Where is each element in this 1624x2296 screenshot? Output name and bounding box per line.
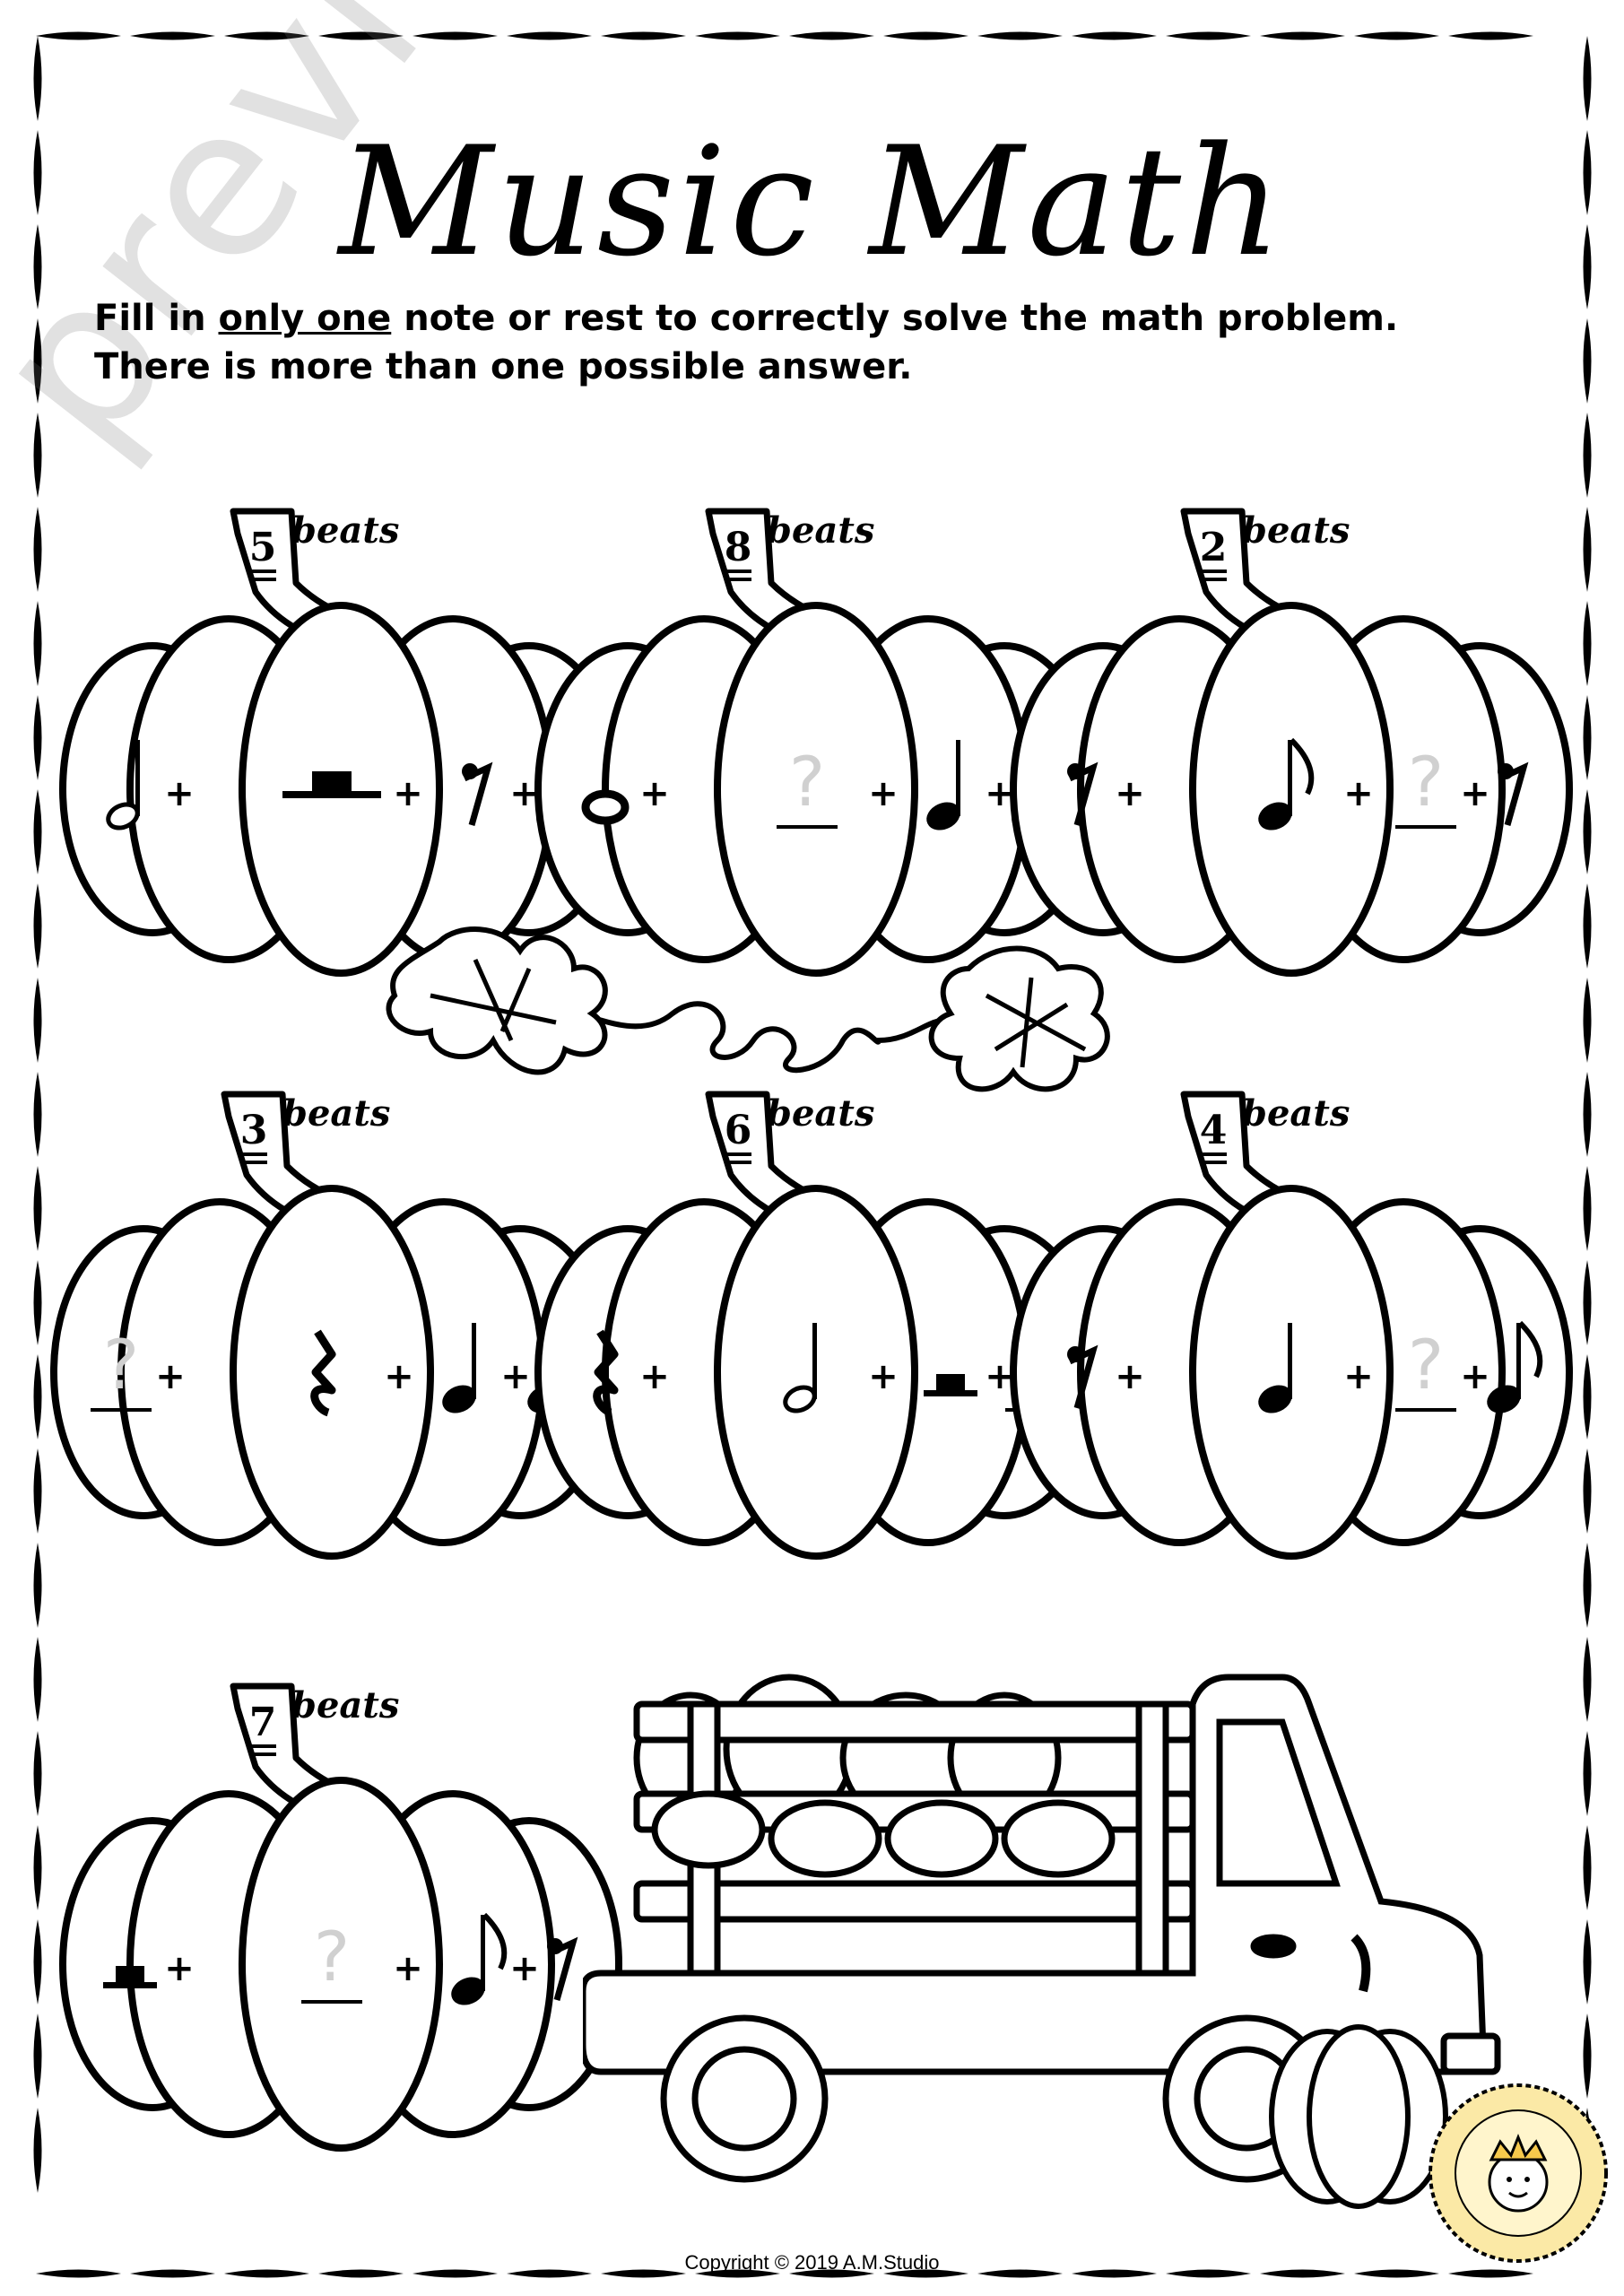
beats-total: 3 bbox=[240, 1108, 268, 1153]
pumpkin-lobe bbox=[230, 1185, 434, 1560]
small-pumpkin-icon bbox=[1269, 1934, 1448, 2209]
eighth-note-icon bbox=[1487, 1320, 1543, 1413]
plus-sign: + bbox=[1115, 1356, 1145, 1397]
plus-sign: + bbox=[1460, 1356, 1490, 1397]
instructions: Fill in only one note or rest to correct… bbox=[94, 294, 1565, 391]
plus-sign: + bbox=[639, 1356, 670, 1397]
quarter-rest-icon bbox=[310, 1329, 336, 1417]
missing-answer-question-mark: ? bbox=[1408, 742, 1444, 822]
half-rest-icon bbox=[103, 1966, 157, 1988]
missing-answer-question-mark: ? bbox=[103, 1325, 139, 1405]
instruction-line-2: There is more than one possible answer. bbox=[94, 346, 913, 387]
plus-sign: + bbox=[164, 773, 195, 814]
quarter-rest-icon bbox=[593, 1329, 619, 1417]
eighth-note-icon bbox=[451, 1912, 508, 2005]
plus-sign: + bbox=[393, 1948, 423, 1989]
instruction-text: note or rest to correctly solve the math… bbox=[391, 298, 1399, 339]
answer-blank[interactable]: ? bbox=[91, 1325, 152, 1412]
missing-answer-question-mark: ? bbox=[314, 1917, 350, 1996]
instruction-emphasis: only one bbox=[218, 298, 392, 339]
eighth-rest-icon bbox=[1067, 1344, 1099, 1409]
answer-blank[interactable]: ? bbox=[301, 1917, 362, 2004]
beats-total: 8 bbox=[725, 525, 752, 570]
half-rest-icon bbox=[924, 1374, 977, 1396]
pumpkin-problem: 2 beats + +? + bbox=[1010, 508, 1573, 977]
pumpkin-lobe bbox=[239, 1777, 443, 2152]
vine-leaves-illustration bbox=[386, 926, 1110, 1092]
half-note-icon bbox=[783, 1323, 817, 1413]
missing-answer-question-mark: ? bbox=[1408, 1325, 1444, 1405]
plus-sign: + bbox=[164, 1948, 195, 1989]
quarter-note-icon bbox=[926, 740, 960, 831]
page-title: Music Math bbox=[338, 114, 1286, 290]
eighth-rest-icon bbox=[547, 1936, 578, 2001]
beats-label: beats bbox=[1242, 509, 1350, 552]
studio-seal-logo bbox=[1429, 2083, 1608, 2263]
truck-illustration bbox=[583, 1674, 1501, 2209]
answer-blank[interactable]: ? bbox=[1395, 1325, 1456, 1412]
missing-answer-question-mark: ? bbox=[789, 742, 825, 822]
eighth-rest-icon bbox=[1067, 761, 1099, 826]
leaf-icon bbox=[928, 945, 1110, 1092]
quarter-note-icon bbox=[442, 1323, 476, 1413]
beats-total: 4 bbox=[1200, 1108, 1228, 1153]
pumpkin-lobe bbox=[714, 602, 918, 977]
plus-sign: + bbox=[1460, 773, 1490, 814]
plus-sign: + bbox=[509, 1948, 540, 1989]
beats-label: beats bbox=[291, 509, 399, 552]
plus-sign: + bbox=[868, 773, 899, 814]
plus-sign: + bbox=[155, 1356, 186, 1397]
beats-label: beats bbox=[767, 509, 874, 552]
answer-blank[interactable]: ? bbox=[777, 742, 838, 829]
eighth-note-icon bbox=[1258, 737, 1315, 831]
pumpkin-problem: 4 beats + +? + bbox=[1010, 1091, 1573, 1560]
whole-rest-icon bbox=[282, 771, 381, 798]
beats-label: beats bbox=[1242, 1092, 1350, 1135]
plus-sign: + bbox=[384, 1356, 414, 1397]
eighth-rest-icon bbox=[462, 761, 493, 826]
leaf-icon bbox=[386, 926, 608, 1075]
eighth-rest-icon bbox=[1498, 761, 1529, 826]
plus-sign: + bbox=[868, 1356, 899, 1397]
beats-total: 6 bbox=[725, 1108, 752, 1153]
beats-total: 7 bbox=[249, 1700, 277, 1745]
beats-total: 2 bbox=[1200, 525, 1228, 570]
plus-sign: + bbox=[1343, 1356, 1374, 1397]
half-note-icon bbox=[106, 740, 140, 831]
beats-label: beats bbox=[767, 1092, 874, 1135]
plus-sign: + bbox=[1115, 773, 1145, 814]
pumpkin-problem: 3 beats? + + + bbox=[50, 1091, 613, 1560]
instruction-line-1: Fill in only one note or rest to correct… bbox=[94, 294, 1565, 343]
beats-total: 5 bbox=[249, 525, 277, 570]
answer-blank[interactable]: ? bbox=[1395, 742, 1456, 829]
pumpkin-problem: 7 beats +? + + bbox=[59, 1683, 622, 2152]
copyright-notice: Copyright © 2019 A.M.Studio bbox=[684, 2251, 940, 2274]
whole-note-icon bbox=[581, 789, 630, 825]
plus-sign: + bbox=[1343, 773, 1374, 814]
plus-sign: + bbox=[639, 773, 670, 814]
beats-label: beats bbox=[282, 1092, 390, 1135]
quarter-note-icon bbox=[1258, 1323, 1292, 1413]
plus-sign: + bbox=[393, 773, 423, 814]
beats-label: beats bbox=[291, 1684, 399, 1726]
plus-sign: + bbox=[500, 1356, 531, 1397]
instruction-text: Fill in bbox=[94, 298, 219, 339]
